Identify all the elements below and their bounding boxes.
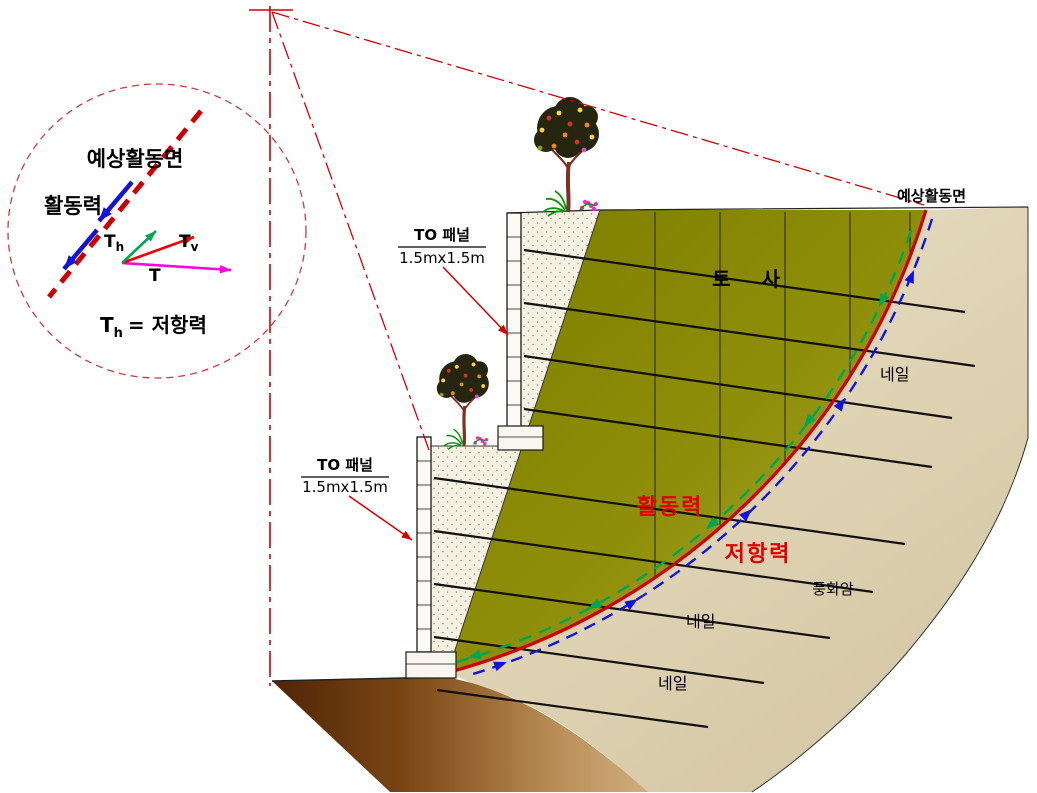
detail-circle-view: 예상활동면 활동력 Th Tv T Th= 저항력 <box>7 83 307 379</box>
rock-outline <box>751 207 1029 793</box>
vector-th-label: Th <box>104 232 124 254</box>
lower-panel-title: TO 패널 <box>317 456 373 474</box>
detail-equation: Th= 저항력 <box>100 313 207 341</box>
nail-line <box>523 407 933 469</box>
fan-line-to-wall <box>271 11 430 451</box>
upper-panel-title: TO 패널 <box>414 226 470 244</box>
lower-panel-callout: TO 패널 1.5mx1.5m <box>301 456 415 544</box>
nail-label-lower: 네일 <box>658 674 687 693</box>
sliding-surface-arc <box>447 209 928 675</box>
soil-wedge <box>447 210 926 673</box>
ground-mass <box>272 677 648 792</box>
driving-force-arc <box>456 230 913 664</box>
detail-driving-label: 활동력 <box>44 194 102 218</box>
lower-panel-size: 1.5mx1.5m <box>302 478 388 496</box>
driving-force-label: 활동력 <box>637 495 704 520</box>
crest-surface-line <box>506 206 1029 214</box>
soil-label: 토 사 <box>712 267 792 291</box>
upper-panel-size: 1.5mx1.5m <box>399 249 485 267</box>
construction-lines <box>249 6 925 686</box>
detail-surface-label: 예상활동면 <box>87 147 184 171</box>
vector-t <box>121 261 232 272</box>
vector-t-label: T <box>149 266 161 286</box>
nail-line <box>433 582 831 640</box>
soil-grid-lines <box>654 212 911 576</box>
nail-line <box>433 635 765 685</box>
nail-line <box>523 301 976 368</box>
upper-wall-footing <box>497 425 544 451</box>
detail-sliding-surface-dashed <box>47 109 203 299</box>
upper-panel-callout: TO 패널 1.5mx1.5m <box>398 226 511 338</box>
reinforced-zone <box>431 210 600 673</box>
weathered-rock-label: 풍화암 <box>812 580 854 598</box>
nail-label-upper: 네일 <box>880 365 909 384</box>
nail-line <box>433 529 874 594</box>
upper-panel-leader <box>442 266 509 336</box>
detail-circle-outline <box>7 83 307 379</box>
vector-tv-label: Tv <box>179 232 199 254</box>
vector-tv <box>121 235 195 265</box>
nail-line <box>433 476 906 546</box>
nail-line <box>436 688 709 729</box>
resisting-force-label: 저항력 <box>725 542 792 567</box>
nail-label-middle: 네일 <box>686 612 715 631</box>
nail-line <box>523 354 953 420</box>
expected-surface-label: 예상활동면 <box>897 187 966 205</box>
upper-wall-panel <box>497 212 544 451</box>
fan-line-to-surface <box>271 11 925 206</box>
lower-wall-footing <box>405 651 457 679</box>
lower-panel-leader <box>348 495 413 541</box>
